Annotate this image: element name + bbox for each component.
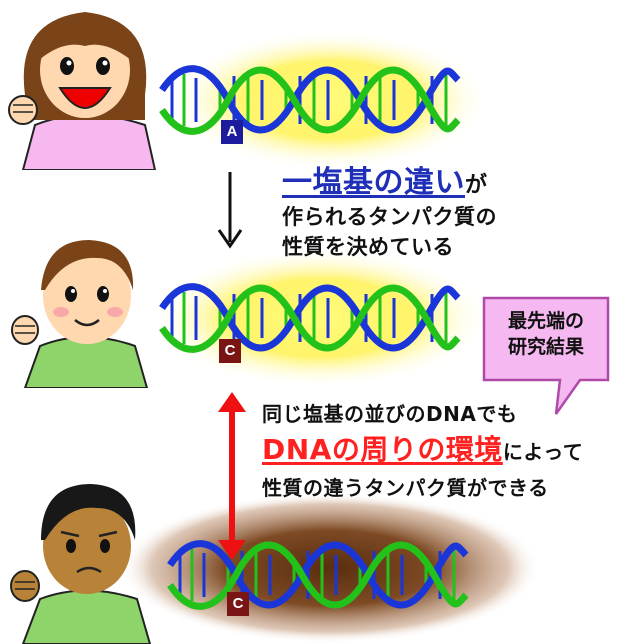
emphasis-single-base-difference: 一塩基の違い xyxy=(282,165,465,200)
base-label-a: A xyxy=(221,120,243,144)
emphasis-dna-environment: DNAの周りの環境 xyxy=(262,433,503,466)
worried-person-icon xyxy=(10,484,152,644)
callout-line-1: 最先端の xyxy=(507,310,584,332)
particle-ga: が xyxy=(465,173,488,198)
callout-text: 最先端の 研究結果 xyxy=(484,308,608,360)
yellow-glow-top xyxy=(170,30,490,170)
callout-line-2: 研究結果 xyxy=(507,336,584,358)
annotation-line-2: 作られるタンパク質の xyxy=(282,205,497,229)
smiling-person-icon xyxy=(11,240,149,388)
annotation-single-base: 一塩基の違いが xyxy=(282,165,488,204)
dna-helix-middle xyxy=(162,287,458,350)
annotation-line-3: 性質を決めている xyxy=(282,235,454,259)
happy-person-icon xyxy=(8,12,157,170)
down-arrow-icon xyxy=(217,172,243,249)
double-arrow-icon xyxy=(218,392,246,560)
base-label-c-bottom: C xyxy=(227,592,249,616)
annotation-different-protein: 性質の違うタンパク質ができる xyxy=(262,476,549,500)
base-label-c-middle: C xyxy=(219,339,241,363)
brown-glow-bottom xyxy=(120,493,540,643)
dna-helix-top xyxy=(162,69,458,132)
speech-callout xyxy=(482,296,610,415)
annotation-environment: DNAの周りの環境によって xyxy=(262,432,583,470)
annotation-same-sequence: 同じ塩基の並びのDNAでも xyxy=(262,402,518,426)
particle-niyotte: によって xyxy=(502,440,584,464)
